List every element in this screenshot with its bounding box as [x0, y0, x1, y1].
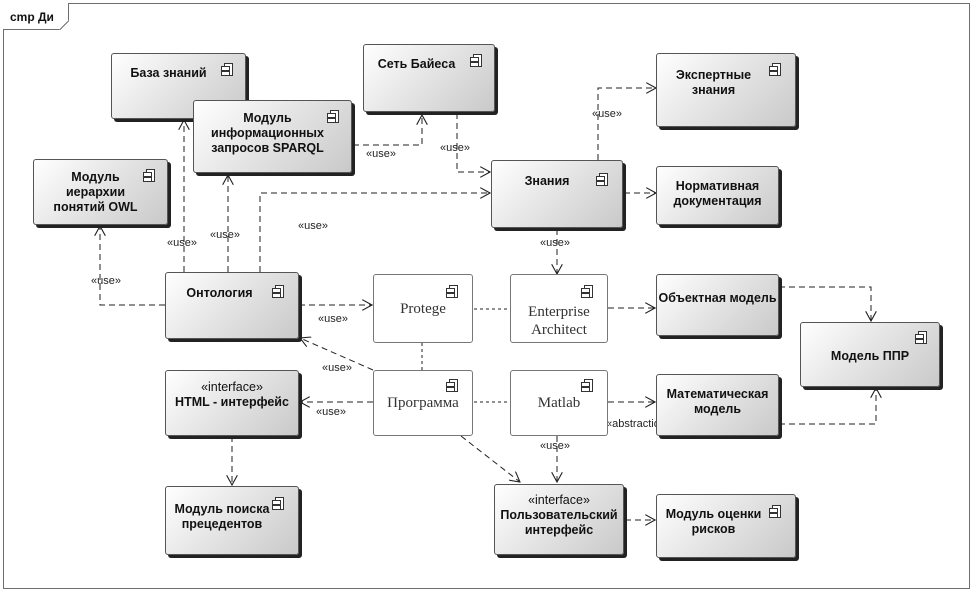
link-mathmodel-ppr: [779, 388, 876, 425]
component-icon: [272, 285, 284, 298]
component-icon: [581, 285, 593, 298]
component-label: Объектная модель: [658, 291, 777, 305]
component-label: Модуль оценки рисков: [665, 507, 762, 536]
component-label: Нормативная документация: [673, 179, 762, 208]
component-icon: [446, 379, 458, 392]
component-label: Знания: [524, 174, 570, 188]
use-label-program-onto: «use»: [322, 362, 352, 374]
component-label: «interface» Пользовательский интерфейс: [500, 493, 618, 537]
use-label-matlab-userif: «use»: [540, 440, 570, 452]
component-user-interface[interactable]: «interface» Пользовательский интерфейс: [494, 484, 624, 555]
component-icon: [769, 63, 781, 76]
component-icon: [327, 110, 339, 123]
link-bayes-knowledge: [456, 113, 490, 172]
component-bayes-network[interactable]: Сеть Байеса: [363, 44, 495, 112]
use-label-program-html: «use»: [316, 406, 346, 418]
frame-title: cmp Ди: [10, 10, 54, 24]
use-label-knowledge-ea: «use»: [540, 237, 570, 249]
use-label-expert: «use»: [592, 108, 622, 120]
abstraction-label: «abstraction»: [606, 418, 673, 430]
link-onto-knowledge: [259, 193, 490, 272]
use-label-onto-knowledge: «use»: [298, 220, 328, 232]
component-expert-knowledge[interactable]: Экспертные знания: [656, 53, 796, 127]
use-label-onto-sparql: «use»: [210, 229, 240, 241]
component-icon: [769, 505, 781, 518]
link-sparql-bayes: [353, 115, 422, 146]
component-icon: [596, 173, 608, 186]
link-program-onto: [300, 338, 374, 371]
component-label: «interface» HTML - интерфейс: [175, 380, 289, 409]
component-label: Математическая модель: [666, 387, 769, 416]
component-precedent-search[interactable]: Модуль поиска прецедентов: [165, 486, 299, 555]
use-label-onto-owl: «use»: [91, 275, 121, 287]
component-label: Сеть Байеса: [377, 57, 456, 71]
component-label: Онтология: [186, 286, 253, 300]
component-owl-module[interactable]: Модуль иерархии понятий OWL: [33, 159, 168, 225]
component-label: Экспертные знания: [675, 68, 752, 97]
component-icon: [581, 379, 593, 392]
component-math-model[interactable]: Математическая модель: [656, 374, 779, 436]
component-knowledge[interactable]: Знания: [491, 160, 623, 228]
component-enterprise-architect[interactable]: Enterprise Architect: [510, 274, 608, 343]
component-label: Модуль поиска прецедентов: [174, 502, 270, 531]
component-label: База знаний: [130, 66, 207, 80]
use-label-sparql-bayes: «use»: [366, 148, 396, 160]
component-sparql-module[interactable]: Модуль информационных запросов SPARQL: [193, 100, 352, 173]
component-label: Enterprise Architect: [528, 304, 590, 338]
component-html-interface[interactable]: «interface» HTML - интерфейс: [165, 370, 299, 436]
component-ontology[interactable]: Онтология: [165, 272, 299, 339]
component-program[interactable]: Программа: [373, 370, 473, 436]
component-label: Программа: [387, 395, 459, 411]
component-icon: [272, 497, 284, 510]
component-ppr-model[interactable]: Модель ППР: [800, 322, 940, 387]
component-risk-assessment[interactable]: Модуль оценки рисков: [656, 494, 796, 558]
diagram-frame: [3, 3, 970, 589]
use-label-onto-protege: «use»: [318, 313, 348, 325]
link-objmodel-ppr: [779, 286, 871, 321]
link-knowledge-expert: [597, 88, 656, 160]
component-label: Модуль информационных запросов SPARQL: [211, 111, 324, 155]
component-icon: [143, 169, 155, 182]
component-matlab[interactable]: Matlab: [510, 370, 608, 436]
link-program-userif: [460, 435, 520, 482]
diagram-frame-tab: cmp Ди: [3, 3, 69, 30]
component-protege[interactable]: Protege: [373, 274, 473, 343]
component-icon: [470, 54, 482, 67]
component-label: Protege: [400, 301, 446, 317]
component-normative-docs[interactable]: Нормативная документация: [656, 166, 779, 225]
component-object-model[interactable]: Объектная модель: [656, 274, 779, 336]
use-label-bayes-knowledge: «use»: [440, 142, 470, 154]
component-label: Модуль иерархии понятий OWL: [53, 170, 138, 214]
component-label: Matlab: [537, 395, 581, 411]
component-label: Модель ППР: [830, 349, 910, 363]
component-icon: [915, 331, 927, 344]
link-onto-owl: [100, 226, 165, 306]
component-icon: [446, 285, 458, 298]
component-icon: [221, 63, 233, 76]
use-label-onto-kb: «use»: [167, 237, 197, 249]
